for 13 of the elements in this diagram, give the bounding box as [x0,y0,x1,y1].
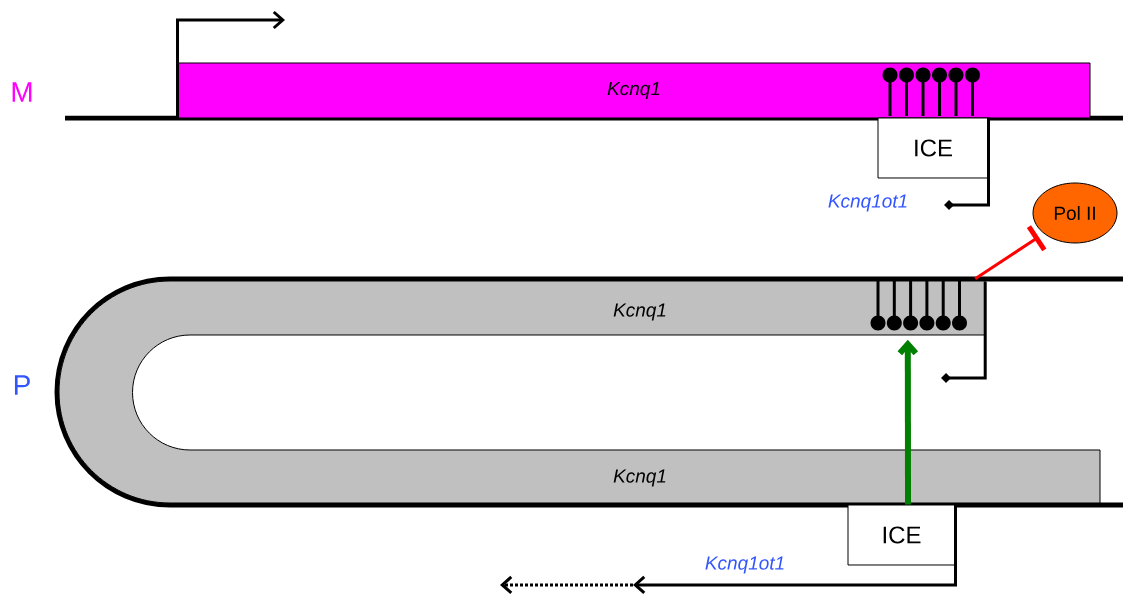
transcript-band: Kcnq1 Kcnq1 [58,280,1101,504]
edge-label: Kcnq1ot1 [826,193,910,213]
edge-label: Kcnq1ot1 [703,555,787,575]
strand-label: M [12,82,32,102]
strand-label: P [14,375,30,395]
element-box: ICE [877,117,989,179]
arrow [944,117,990,210]
arrow [941,281,987,383]
arrow [897,339,919,505]
element-box: ICE [847,504,956,566]
arrow [633,504,957,595]
arrow [176,10,285,119]
transcript-bar: Kcnq1 [177,62,1091,119]
